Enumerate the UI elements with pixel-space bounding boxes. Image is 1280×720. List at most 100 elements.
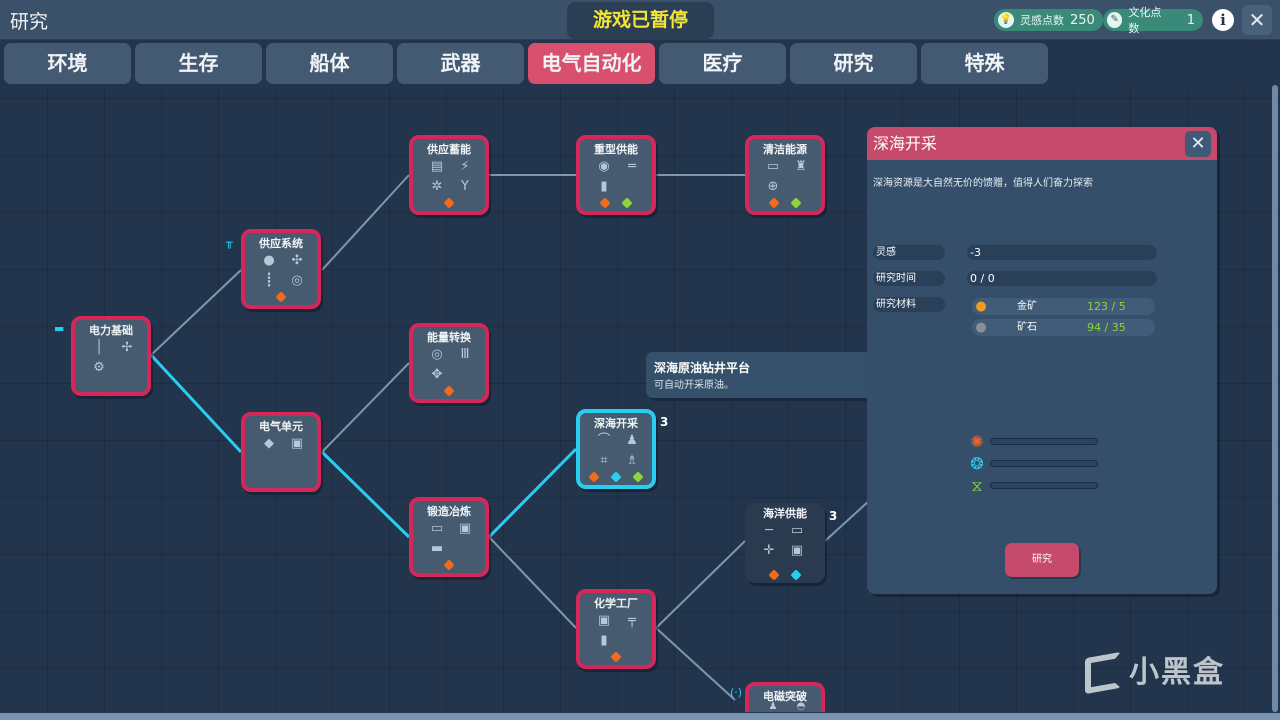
close-button[interactable]: ✕ [1242,5,1272,35]
unlock-item-icon: ⌗ [600,453,608,468]
tech-node-heavy[interactable]: 重型供能 ◉ ═ ▮ [576,135,656,215]
tech-node-ocean[interactable]: 海洋供能─▭✛▣ [745,503,825,583]
tab-hull[interactable]: 船体 [266,43,393,84]
unlock-item-icon: ◓ [796,701,806,712]
horizontal-scrollbar[interactable] [0,713,1280,720]
stone-ore-icon: ● [975,320,987,335]
row-inspiration: 灵感 [873,245,945,260]
node-requirements [745,569,825,581]
unlock-item-icon: ⌒ [597,433,611,448]
tech-node-deepsea[interactable]: 深海开采⌒♟⌗♗ [576,409,656,489]
progress-bar-green [990,482,1098,489]
orange-requirement-icon [275,291,287,303]
unlock-item-icon: ▮ [600,179,608,194]
node-title: 电磁突破 [763,690,807,703]
watermark: 小黑盒 [1085,651,1225,695]
link-power-supply [150,269,242,356]
progress-bar-orange [990,438,1098,445]
unlock-item-icon: Y [461,179,469,194]
unlock-item-icon: ▭ [766,159,780,174]
orange-requirement-icon [588,471,600,483]
node-unlocks: ◉ ═ ▮ [590,157,646,197]
bulb-icon: 💡 [998,12,1014,28]
orange-requirement-icon [443,197,455,209]
node-level-badge: 3 [660,415,669,429]
tab-medical[interactable]: 医疗 [659,43,786,84]
node-unlocks: ─▭✛▣ [755,521,811,561]
tech-node-convert[interactable]: 能量转换◎Ⅲ✥ [409,323,489,403]
pipe-icon: ╥ [226,236,233,249]
info-icon[interactable]: i [1212,9,1234,31]
material-gold-ore: ● 金矿 123 / 5 [972,298,1155,315]
unlock-item-icon: ♟ [768,701,778,712]
tab-research[interactable]: 研究 [790,43,917,84]
page-title: 研究 [10,11,49,33]
tooltip-title: 深海原油钻井平台 [654,361,751,375]
unlock-item-icon: ◉ [598,159,610,174]
unlock-item-icon: ┋ [265,273,273,288]
unlock-item-icon: ═ [628,159,636,174]
tech-node-forge[interactable]: 锻造冶炼▭▣▬ [409,497,489,577]
node-title: 清洁能源 [763,143,807,156]
tech-node-storage[interactable]: 供应蓄能▤⚡✲Y [409,135,489,215]
panel-title: 深海开采 [867,127,1217,160]
tab-special[interactable]: 特殊 [921,43,1048,84]
tech-node-emag[interactable]: 电磁突破♟ ◓ [745,682,825,712]
tech-node-chem[interactable]: 化学工厂▣╤▮ [576,589,656,669]
unlock-item-icon: ⊕ [767,179,779,194]
node-requirements [413,385,485,397]
heybox-logo-icon [1085,651,1121,695]
unlock-item-icon: ▭ [430,521,444,536]
node-title: 电气单元 [259,420,303,433]
tech-node-supply[interactable]: 供应系统●✣┋◎ [241,229,321,309]
link-chem-ocean [655,540,746,629]
tab-environment[interactable]: 环境 [4,43,131,84]
tab-survival[interactable]: 生存 [135,43,262,84]
node-requirements [245,291,317,303]
battery-icon: ▬ [54,322,65,335]
node-unlocks: ◆▣ [255,434,311,454]
unlock-item-icon: ✲ [431,179,443,194]
node-requirements [749,197,821,209]
row-research-time: 研究时间 [873,271,945,286]
tech-node-electric[interactable]: 电气单元◆▣ [241,412,321,492]
node-unlocks: ⌒♟⌗♗ [590,431,646,471]
link-electric-forge [320,450,411,539]
unlock-item-icon: ▣ [790,543,804,558]
node-title: 供应系统 [259,237,303,250]
unlock-item-icon: ▣ [597,613,611,628]
cyan-requirement-icon [790,569,802,581]
vertical-scrollbar[interactable] [1272,85,1278,712]
unlock-item-icon: ◆ [264,436,274,451]
unlock-item-icon: ● [263,253,275,268]
tab-weapons[interactable]: 武器 [397,43,524,84]
research-button[interactable]: 研究 [1005,543,1079,577]
node-unlocks: ▤⚡✲Y [423,157,479,197]
node-requirements [413,197,485,209]
culture-points: ✎ 文化点数 1 [1103,6,1203,35]
panel-close-button[interactable]: ✕ [1185,131,1211,157]
unlock-item-icon: │ [95,340,103,355]
node-title: 锻造冶炼 [427,505,471,518]
link-electric-convert [321,362,410,453]
orange-requirement-icon [610,651,622,663]
link-forge-deepsea [487,447,578,539]
inspiration-points: 💡 灵感点数 250 [994,9,1103,31]
research-time-value: 0 / 0 [967,271,1157,286]
node-title: 深海开采 [594,417,638,430]
unlock-item-icon: ▣ [290,436,304,451]
gear-flower-icon: ✺ [970,432,984,451]
orange-requirement-icon [443,385,455,397]
node-requirements [580,197,652,209]
node-unlocks: ◎Ⅲ✥ [423,345,479,385]
tab-electrical-automation[interactable]: 电气自动化 [528,43,655,84]
research-detail-panel: 深海开采 ✕ 深海资源是大自然无价的馈赠，值得人们奋力探索 灵感 -3 研究时间… [867,127,1217,594]
node-title: 重型供能 [594,143,638,156]
tech-node-clean[interactable]: 清洁能源▭♜⊕ [745,135,825,215]
node-requirements [580,471,652,483]
tech-node-power[interactable]: 电力基础│✢⚙ [71,316,151,396]
node-title: 电力基础 [89,324,133,337]
dna-icon: ⧖ [971,476,983,495]
node-unlocks: │✢⚙ [85,338,141,378]
